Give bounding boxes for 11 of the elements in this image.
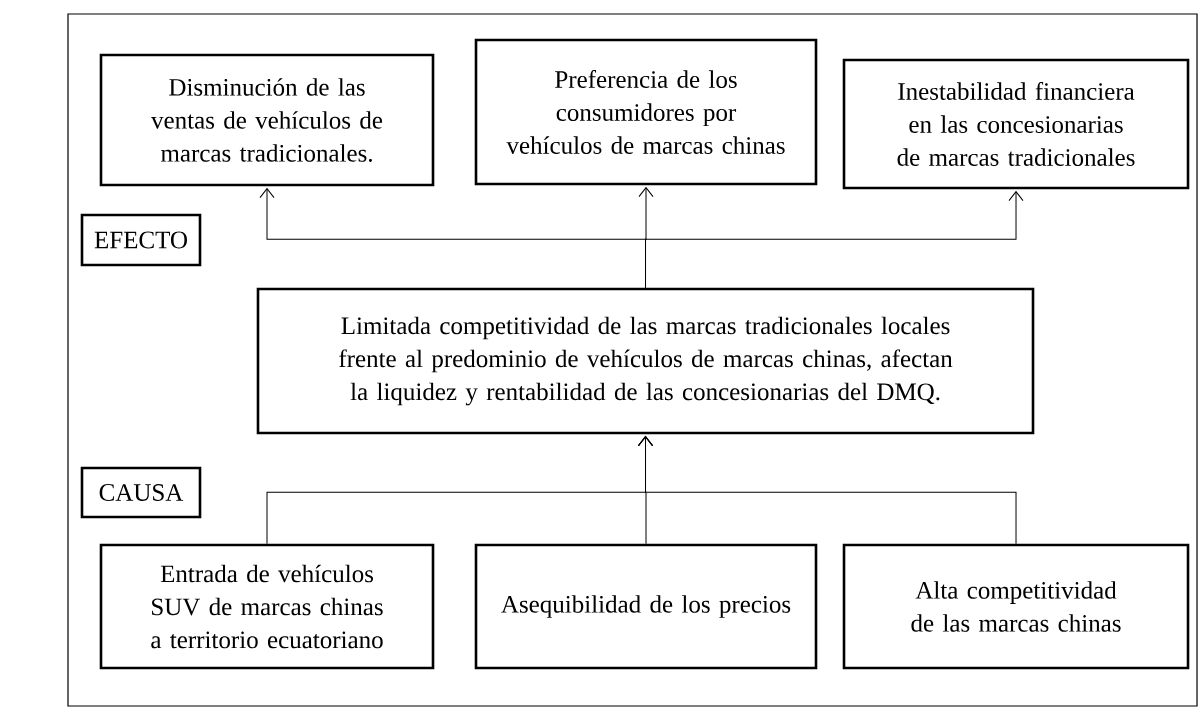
- cause-box: Alta competitividad de las marcas chinas: [842, 543, 1190, 670]
- effect-box: Disminución de las ventas de vehículos de marcas tradicionales.: [99, 53, 435, 187]
- arrow: [638, 436, 1017, 545]
- cause-box: Asequibilidad de los precios: [474, 543, 818, 670]
- effect-box: Preferencia de los consumidores por vehículos de marcas chinas: [474, 38, 818, 186]
- label-box: CAUSA: [80, 466, 202, 519]
- effect-box: Inestabilidad financiera en las concesionarias de marcas tradicionales: [842, 58, 1190, 190]
- arrow: [645, 191, 1024, 289]
- problem-box: Limitada competitividad de las marcas tradicionales locales frente al predominio de vehículos de marcas chinas, afectan la liquidez y rentabilidad de las concesionarias del DMQ.: [256, 287, 1035, 435]
- label-box: EFECTO: [80, 213, 202, 267]
- cause-box: Entrada de vehículos SUV de marcas chinas a territorio ecuatoriano: [99, 543, 435, 670]
